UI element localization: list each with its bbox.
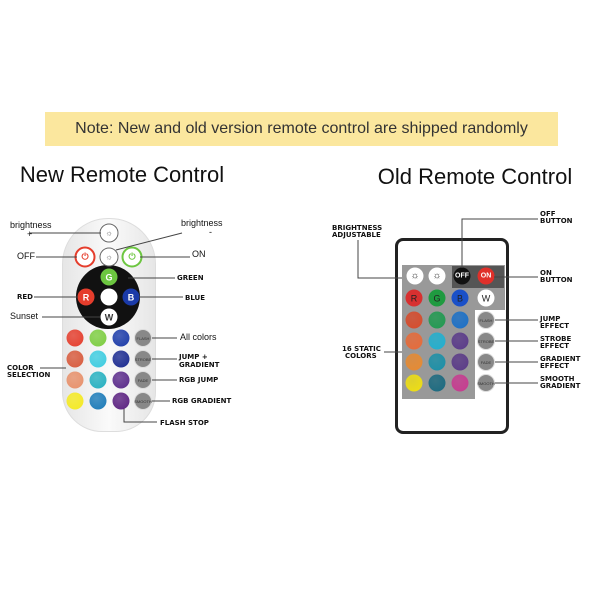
new-remote-title: New Remote Control [19,162,225,187]
old-remote-title: Old Remote Control [377,164,573,189]
brightness-up-icon: ☼ [428,267,446,285]
label-off-1: OFF [540,210,556,218]
old-color-button [405,374,423,392]
old-green-button: G [428,289,446,307]
new-color-button [112,371,130,389]
new-color-button [66,329,84,347]
label-gradient-1: GRADIENT [540,355,581,363]
old-color-button [451,374,469,392]
label-brightness-2: ADJUSTABLE [332,231,381,239]
old-color-button [451,311,469,329]
label-on-2: BUTTON [540,276,573,284]
label-off: OFF [17,251,35,261]
label-smooth-1: SMOOTH [540,375,575,383]
white-sunset-button: W [100,308,118,326]
label-red: RED [17,293,33,301]
old-color-button [428,353,446,371]
label-brightness-plus: brightness [10,220,52,230]
green-button: G [100,268,118,286]
red-button: R [77,288,95,306]
brightness-down-button: ☼ [99,247,119,267]
label-color-selection-1: COLOR [7,364,34,372]
label-jump-2: EFFECT [540,322,570,330]
label-green: GREEN [177,274,204,282]
label-rgb-gradient: RGB GRADIENT [172,397,232,405]
label-brightness-minus: brightness [181,218,223,228]
label-jump-gradient-1: JUMP + [179,353,208,361]
old-color-button [428,311,446,329]
label-flash-stop: FLASH STOP [160,419,209,427]
center-button [100,288,118,306]
shipping-note-banner: Note: New and old version remote control… [45,112,558,146]
new-color-button [89,350,107,368]
label-plus: + [27,229,33,239]
new-color-button [89,371,107,389]
new-effect-button: STROBE [134,350,152,368]
old-effect-button: FADE [477,353,495,371]
new-color-button [112,329,130,347]
old-blue-button: B [451,289,469,307]
new-color-button [112,350,130,368]
old-color-button [405,311,423,329]
old-effect-button: SMOOTH [477,374,495,392]
label-brightness-1: BRIGHTNESS [332,224,383,232]
old-color-button [405,332,423,350]
old-color-button [405,353,423,371]
label-on: ON [192,249,206,259]
label-off-2: BUTTON [540,217,573,225]
new-color-button [66,392,84,410]
label-sunset: Sunset [10,311,39,321]
new-effect-button: SMOOTH [134,392,152,410]
label-all-colors: All colors [180,332,217,342]
label-static-1: 16 STATIC [342,345,381,353]
label-minus: - [209,227,212,237]
old-off-button: OFF [453,267,471,285]
label-color-selection-2: SELECTION [7,371,51,379]
old-white-button: W [477,289,495,307]
old-color-button [451,353,469,371]
label-gradient-2: EFFECT [540,362,570,370]
label-jump-gradient-2: GRADIENT [179,361,220,369]
label-static-2: COLORS [345,352,377,360]
new-color-button [112,392,130,410]
old-red-button: R [405,289,423,307]
label-rgb-jump: RGB JUMP [179,376,219,384]
new-effect-button: FADE [134,371,152,389]
label-strobe-2: EFFECT [540,342,570,350]
label-smooth-2: GRADIENT [540,382,581,390]
old-on-button: ON [477,267,495,285]
new-effect-button: FLASH [134,329,152,347]
old-color-button [428,374,446,392]
new-color-button [89,329,107,347]
label-strobe-1: STROBE [540,335,572,343]
blue-button: B [122,288,140,306]
brightness-down-icon: ☼ [406,267,424,285]
old-effect-button: STROBE [477,332,495,350]
label-blue: BLUE [185,294,206,302]
old-color-button [451,332,469,350]
new-color-button [66,371,84,389]
label-jump-1: JUMP [540,315,561,323]
old-effect-button: FLASH [477,311,495,329]
new-color-button [66,350,84,368]
label-on-1: ON [540,269,552,277]
new-color-button [89,392,107,410]
old-color-button [428,332,446,350]
